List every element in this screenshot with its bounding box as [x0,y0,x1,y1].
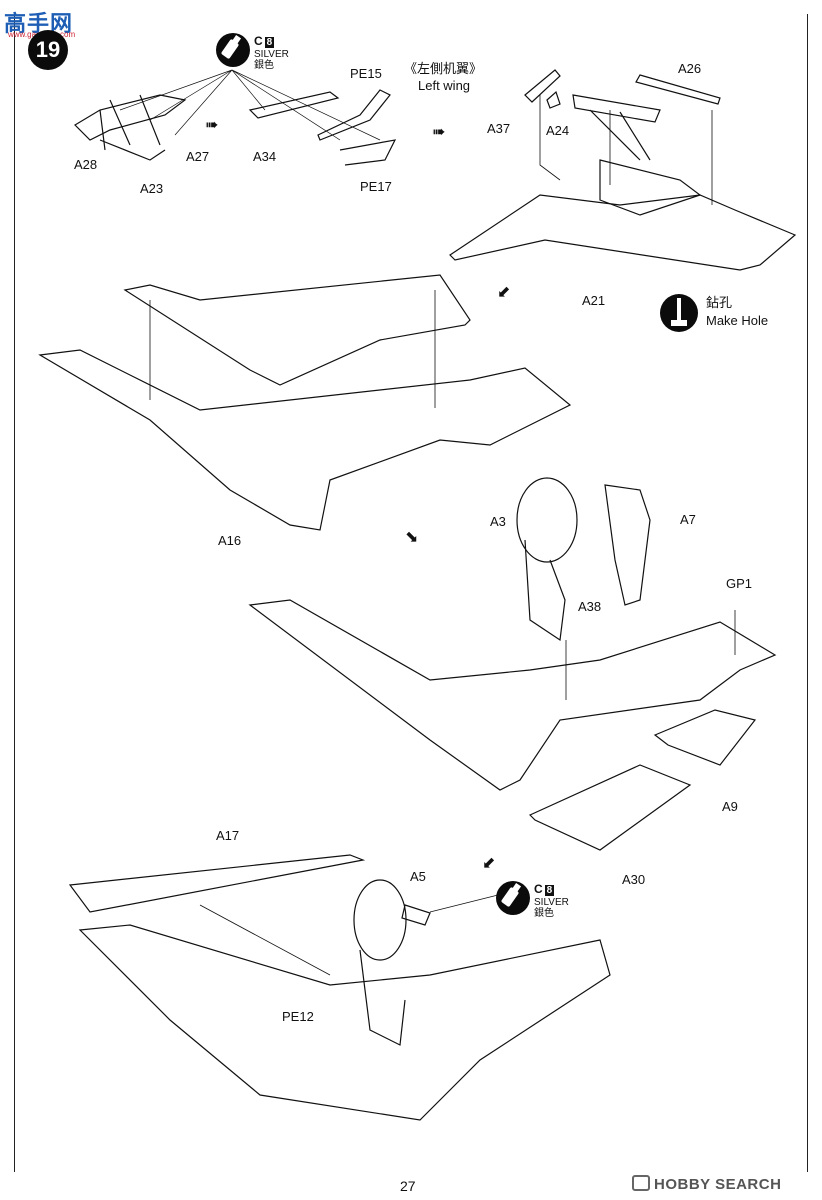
part-a27-struts [99,94,161,151]
part-label: A3 [490,514,506,529]
main-wheel-step4 [353,879,407,961]
part-label: A28 [74,157,98,172]
main-wheel-step3 [516,477,578,563]
part-a30-flap [528,764,692,851]
paint-name-cn-bottom: 銀色 [534,908,554,919]
part-a17-strip [68,854,366,913]
part-label: A24 [546,123,570,138]
part-label: GP1 [726,576,753,591]
brand-watermark: HOBBY SEARCH [632,1175,781,1193]
part-bay-strut [572,94,661,161]
paint-name-en-top: SILVER [254,49,289,60]
part-a24 [546,90,561,109]
part-label: A21 [582,293,606,308]
part-label: A9 [722,799,738,814]
left-wing-cn: 《左側机翼》 [404,61,483,76]
flow-arrow-icon: ⬊ [405,529,419,546]
part-a23-shape [99,139,166,161]
part-label: A27 [186,149,210,164]
part-a16-wing [38,349,572,531]
left-wing-en: Left wing [418,78,471,93]
gear-leg-step3 [524,539,566,642]
part-label: A23 [140,181,164,196]
part-a21-wing-panel [449,194,797,271]
paint-name-cn-top: 銀色 [254,60,274,71]
page-number: 27 [400,1178,416,1194]
wing-assembly-step4 [78,924,611,1121]
flow-arrow-icon: ⬋ [482,855,496,872]
part-a5 [401,904,431,926]
part-a28-shape [74,94,187,141]
part-a9-flap [653,709,757,766]
flow-arrow-icon: ➠ [432,124,446,141]
part-label: A37 [487,121,511,136]
part-label: PE17 [360,179,392,194]
drill-label-cn: 鉆孔 [706,295,733,310]
upper-wing-part [123,274,471,386]
flow-arrow-icon: ⬋ [497,284,511,301]
part-a21-bay-cover [599,159,702,216]
part-label: A17 [216,828,240,843]
part-a34-bar [248,91,340,119]
part-a37 [524,69,561,103]
part-label: A16 [218,533,242,548]
drill-label-en: Make Hole [706,313,769,328]
part-pe15-pe17 [317,89,397,166]
part-label: A34 [253,149,277,164]
flow-arrow-icon: ➠ [205,117,219,134]
part-label: A30 [622,872,646,887]
paint-brush-icon [216,33,250,67]
paint-brush-icon [496,881,530,915]
part-label: PE15 [350,66,382,81]
gear-leg-step4 [359,949,406,1046]
part-a26-rail [635,74,721,105]
part-label: A5 [410,869,426,884]
step-number-badge: 19 [28,30,68,70]
wing-assembly-step3 [248,599,777,791]
paint-name-en-bottom: SILVER [534,897,569,908]
part-label: A26 [678,61,702,76]
drill-icon [660,294,698,332]
part-a7-door [604,484,651,606]
part-label: A7 [680,512,696,527]
page-border [14,14,808,1172]
brand-logo-icon [632,1175,650,1191]
part-label: PE12 [282,1009,314,1024]
part-label: A38 [578,599,602,614]
